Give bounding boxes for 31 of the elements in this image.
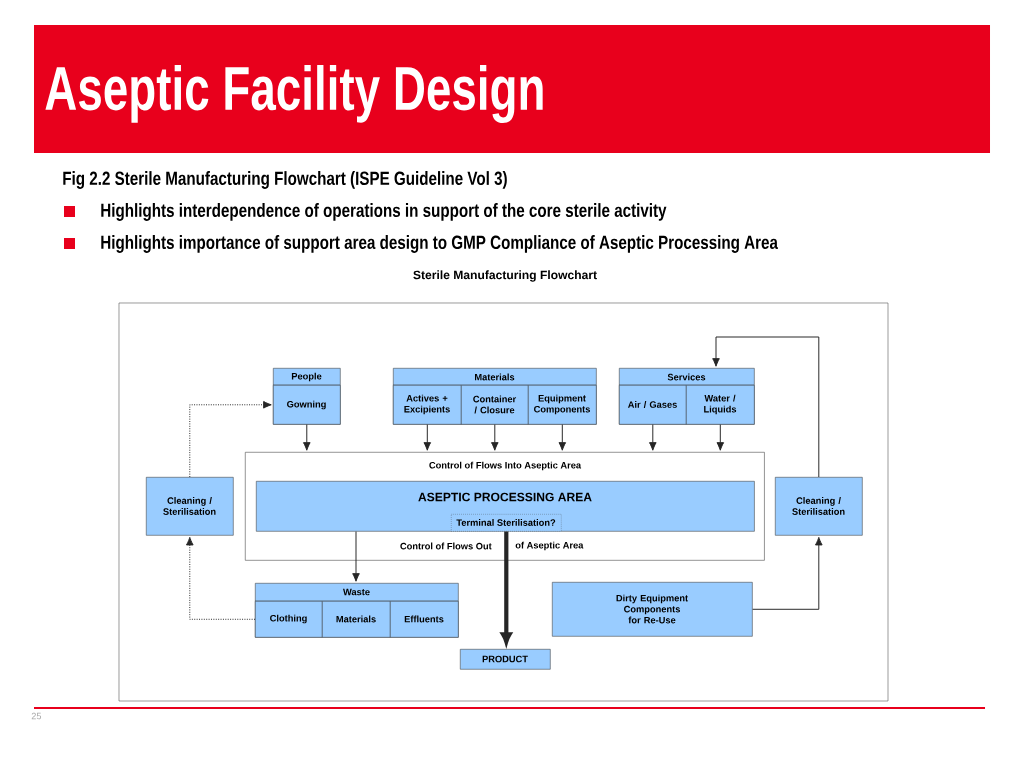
arrow [303,424,311,451]
arrow [189,401,272,478]
figure-caption: Fig 2.2 Sterile Manufacturing Flowchart (ISPE Guideline Vol 3) [63,171,507,189]
arrow [716,424,725,451]
slide-title: Aseptic Facility Design [45,65,543,123]
process-box: Dirty Equipment Components for Re-Use [552,582,753,637]
item-box: Water / Liquids [686,385,755,425]
chart-heading: Sterile Manufacturing Flowchart [413,270,597,282]
item-box: Equipment Components [528,385,597,425]
process-box: Cleaning / Sterilisation [146,477,234,536]
arrow [558,424,567,451]
arrow [423,424,432,451]
item-box: Clothing [255,601,323,638]
item-box: Effluents [390,601,459,638]
item-box: Air / Gases [619,385,687,425]
arrow [491,424,499,451]
item-box: Container / Closure [461,385,529,425]
bullet-text: Highlights importance of support area design to GMP Compliance of Aseptic Processing Area [101,235,778,253]
arrow [712,336,820,478]
arrow [186,536,256,620]
process-box: PRODUCT [460,649,551,670]
arrow [352,531,360,582]
arrow [649,424,657,451]
item-box: Materials [322,601,391,638]
process-box: Cleaning / Sterilisation [775,477,863,536]
item-box: Actives + Excipients [393,385,462,425]
bullet-text: Highlights interdependence of operations in support of the core sterile activity [101,203,667,221]
item-box: Gowning [273,385,341,425]
page-number: 25 [31,712,42,720]
arrow [752,536,823,610]
dotted-box: Terminal Sterilisation? [451,514,562,532]
